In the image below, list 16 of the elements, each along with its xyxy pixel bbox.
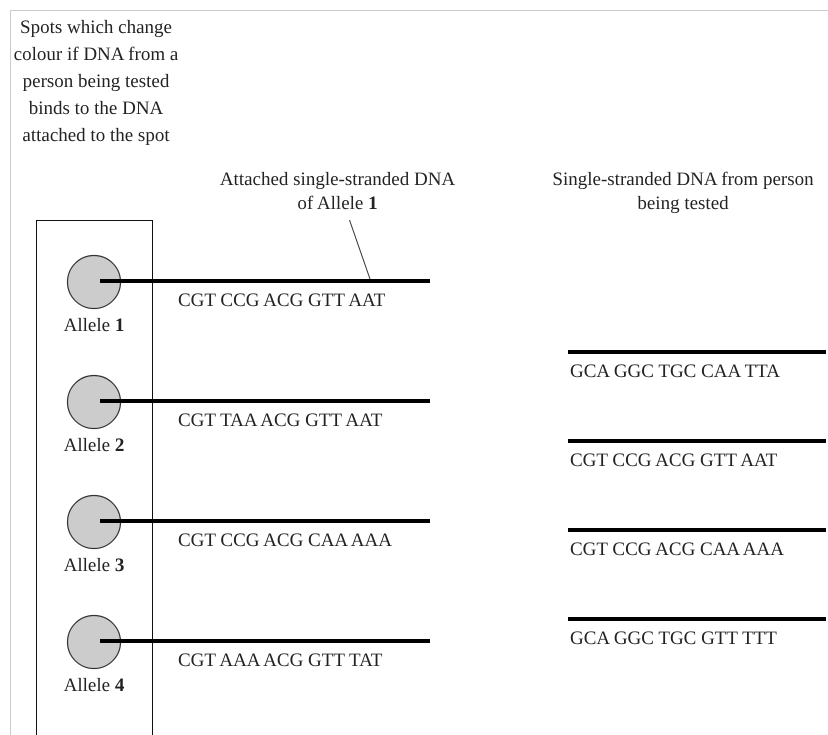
sequence-text: CGT CCG ACG CAA AAA <box>569 538 785 562</box>
sequence-text: GCA GGC TGC GTT TTT <box>569 627 778 651</box>
allele-label: Allele 4 <box>64 674 124 698</box>
sequence-text: CGT TAA ACG GTT AAT <box>177 409 384 433</box>
sequence-text: CGT AAA ACG GTT TAT <box>177 649 384 673</box>
allele-label: Allele 3 <box>64 554 124 578</box>
strand-caption: Attached single-stranded DNA of Allele 1 <box>215 168 460 216</box>
sequence-text: CGT CCG ACG GTT AAT <box>569 449 778 473</box>
strand-caption: Single-stranded DNA from person being tested <box>551 168 815 216</box>
heading-text: Spots which change colour if DNA from a person being tested binds to the DNA attached to the spot <box>12 16 180 148</box>
sequence-text: GCA GGC TGC CAA TTA <box>569 360 781 384</box>
allele-label: Allele 1 <box>64 314 124 338</box>
allele-label: Allele 2 <box>64 434 124 458</box>
leader-line <box>349 220 370 280</box>
sequence-text: CGT CCG ACG CAA AAA <box>177 529 393 553</box>
sequence-text: CGT CCG ACG GTT AAT <box>177 289 386 313</box>
